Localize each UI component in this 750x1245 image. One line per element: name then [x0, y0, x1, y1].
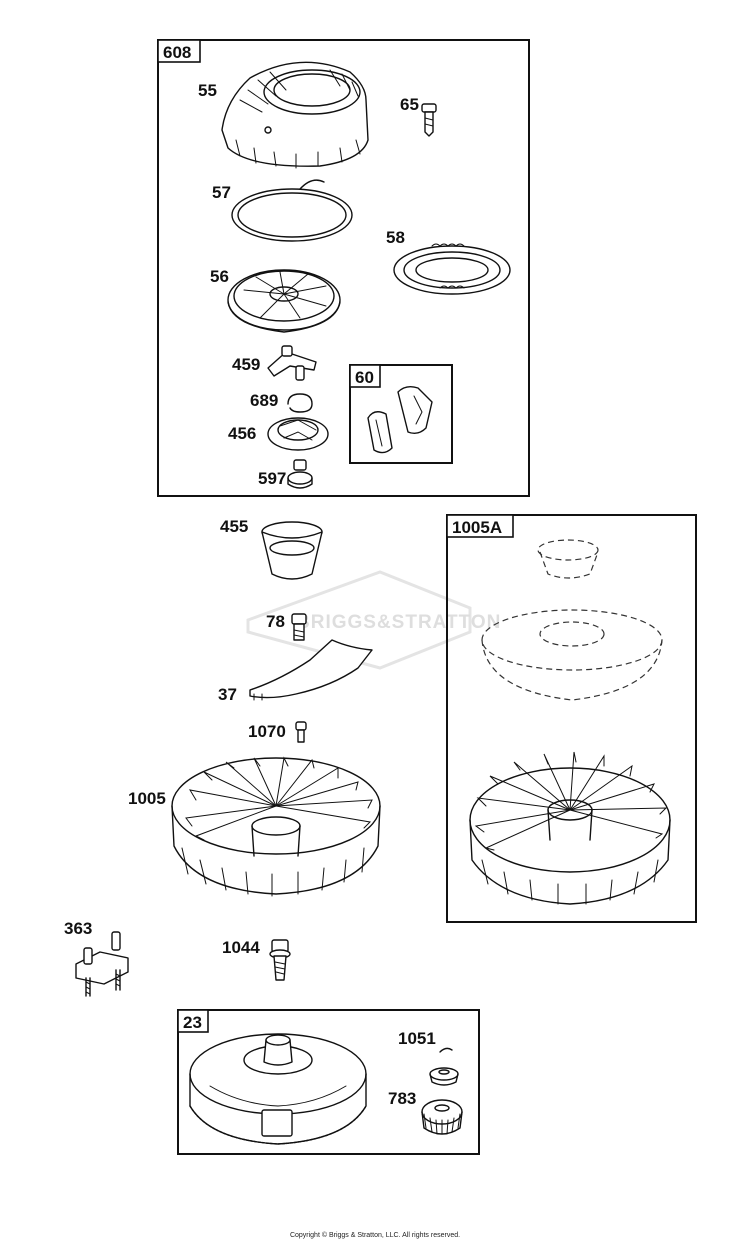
group-608: 608	[157, 39, 530, 497]
part-label-783: 783	[388, 1089, 416, 1108]
group-1005A-tag	[446, 514, 514, 538]
group-1005A-frame	[446, 514, 697, 923]
part-689-ring	[287, 393, 313, 413]
group-608-tag	[157, 39, 201, 63]
part-label-1005: 1005	[128, 789, 166, 808]
part-label-1051: 1051	[398, 1029, 436, 1048]
part-55-starter-housing	[221, 61, 369, 169]
part-label-1070: 1070	[248, 722, 286, 741]
part-78-bolt	[291, 613, 307, 641]
part-1051-ring	[429, 1047, 459, 1086]
part-1044-bolt	[269, 939, 291, 981]
copyright-footer: Copyright © Briggs & Stratton, LLC. All …	[289, 1232, 461, 1239]
part-label-689: 689	[250, 391, 278, 410]
part-label-1044: 1044	[222, 938, 260, 957]
group-23-frame	[177, 1009, 480, 1155]
part-label-456: 456	[228, 424, 256, 443]
part-783-gear	[421, 1099, 463, 1135]
group-23-label: 23	[183, 1013, 202, 1032]
group-60-frame	[349, 364, 453, 464]
part-label-597: 597	[258, 469, 286, 488]
part-label-58: 58	[386, 228, 405, 247]
part-363-bracket	[75, 931, 129, 997]
part-label-363: 363	[64, 919, 92, 938]
part-label-455: 455	[220, 517, 248, 536]
part-label-65: 65	[400, 95, 419, 114]
watermark-logo: BRIGGS&STRATTON	[246, 570, 501, 670]
group-608-frame	[157, 39, 530, 497]
part-1005-fan	[171, 756, 381, 897]
group-60-label: 60	[355, 368, 374, 387]
part-60-handle	[367, 385, 433, 454]
part-1005A-fan	[469, 751, 671, 905]
part-57-rope	[231, 179, 353, 242]
group-23-tag	[177, 1009, 209, 1033]
part-label-37: 37	[218, 685, 237, 704]
part-456-retainer	[267, 417, 329, 451]
group-23: 23 1051 783	[177, 1009, 480, 1155]
part-23-flywheel	[189, 1033, 367, 1145]
part-459-dog	[267, 345, 317, 381]
part-label-459: 459	[232, 355, 260, 374]
part-1005A-screen-dashed	[481, 609, 663, 701]
group-1005A-label: 1005A	[452, 518, 502, 537]
group-1005A: 1005A	[446, 514, 697, 923]
part-65-screw	[421, 103, 437, 137]
part-label-78: 78	[266, 612, 285, 631]
group-60: 60	[349, 364, 453, 464]
part-label-55: 55	[198, 81, 217, 100]
group-608-label: 608	[163, 43, 191, 62]
part-58-spring	[393, 243, 511, 295]
part-1070-screw	[295, 721, 307, 743]
part-label-56: 56	[210, 267, 229, 286]
part-597-screw	[287, 459, 313, 489]
group-60-tag	[349, 364, 381, 388]
part-56-pulley	[227, 269, 341, 333]
part-37-guard	[249, 639, 373, 701]
part-1005A-cup-dashed	[537, 539, 599, 579]
watermark-text: BRIGGS&STRATTON	[296, 612, 501, 633]
part-label-57: 57	[212, 183, 231, 202]
part-455-cup	[261, 521, 323, 580]
